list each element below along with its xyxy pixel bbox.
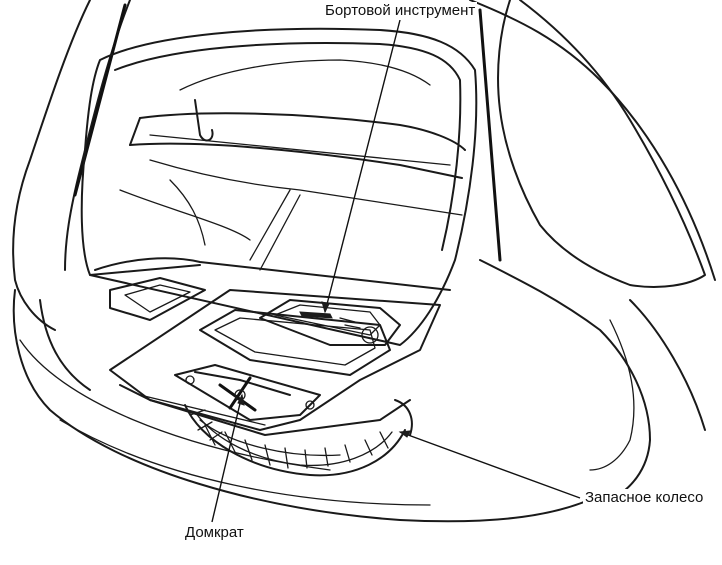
trunk-floor — [89, 257, 451, 436]
spare-wheel-label: Запасное колесо — [583, 489, 706, 507]
trunk-opening — [80, 27, 478, 346]
jack-leader — [211, 394, 243, 523]
spare-wheel-illustration — [184, 399, 413, 477]
tools-label: Бортовой инструмент — [323, 2, 478, 20]
car-body — [12, 0, 716, 523]
tools-leader — [324, 19, 401, 313]
spare-leader — [399, 431, 581, 499]
jack-label: Домкрат — [183, 524, 246, 542]
leader-lines — [211, 19, 581, 523]
